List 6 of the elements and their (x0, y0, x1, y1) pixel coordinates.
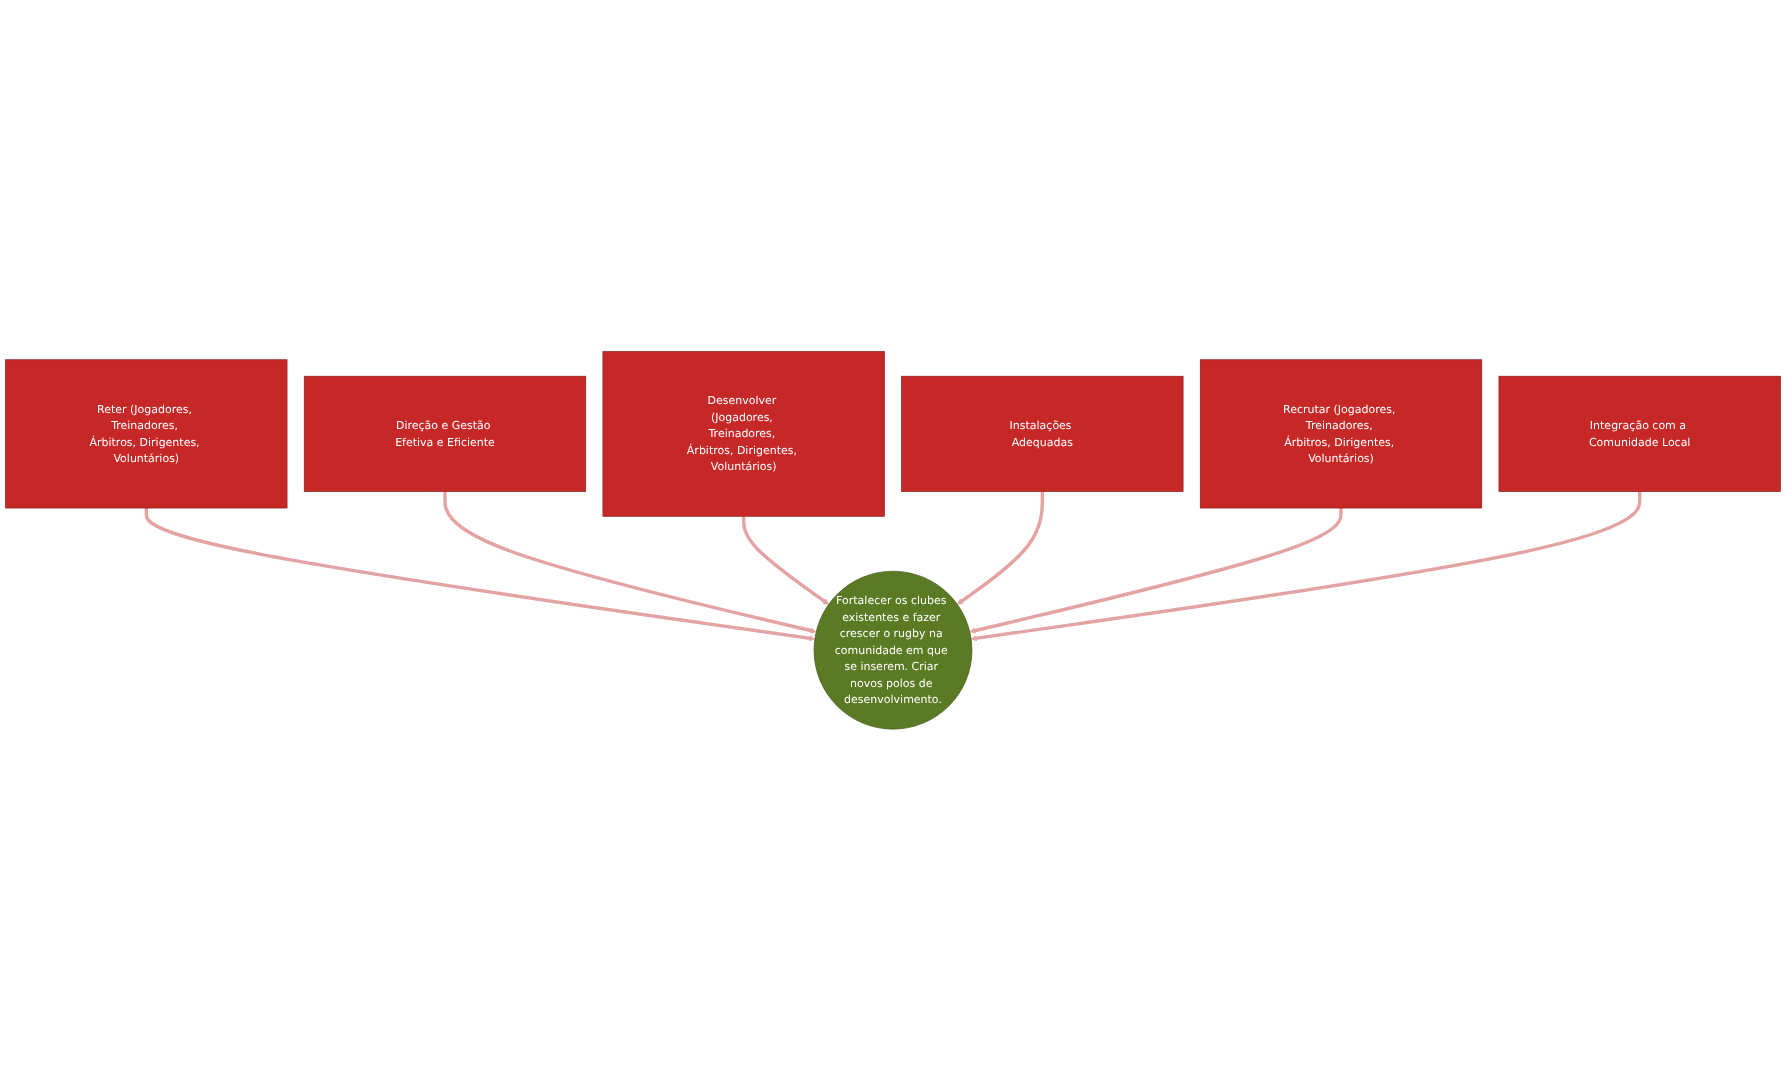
arrow (969, 507, 1343, 634)
arrow (970, 491, 1642, 641)
arrow (741, 515, 829, 605)
arrow (144, 507, 816, 641)
arrow (957, 491, 1045, 605)
arrow (443, 491, 817, 634)
